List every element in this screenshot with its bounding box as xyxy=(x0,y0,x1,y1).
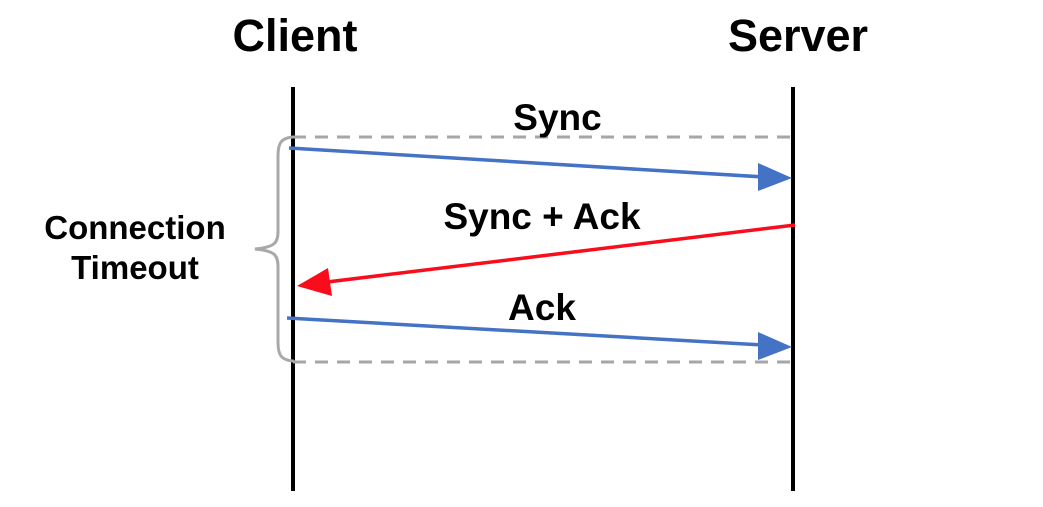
sync-arrowhead-icon xyxy=(758,163,792,191)
ack-arrow xyxy=(286,316,792,360)
sync-arrow-line xyxy=(288,146,765,179)
sync-ack-arrow xyxy=(297,223,796,296)
connection-timeout-label: Connection Timeout xyxy=(10,208,260,287)
server-title: Server xyxy=(727,10,869,61)
connection-timeout-label-line1: Connection xyxy=(44,209,226,246)
sync-ack-message-label: Sync + Ack xyxy=(443,196,641,237)
ack-arrowhead-icon xyxy=(758,332,792,360)
sync-message-label: Sync xyxy=(513,97,602,138)
timeout-brace xyxy=(254,135,295,363)
ack-arrow-line xyxy=(286,316,765,347)
sync-ack-arrow-line xyxy=(326,223,796,284)
sync-arrow xyxy=(288,146,792,191)
ack-message-label: Ack xyxy=(508,287,576,328)
connection-timeout-label-line2: Timeout xyxy=(71,248,199,286)
client-title: Client xyxy=(232,10,358,61)
sync-ack-arrowhead-icon xyxy=(297,268,332,296)
